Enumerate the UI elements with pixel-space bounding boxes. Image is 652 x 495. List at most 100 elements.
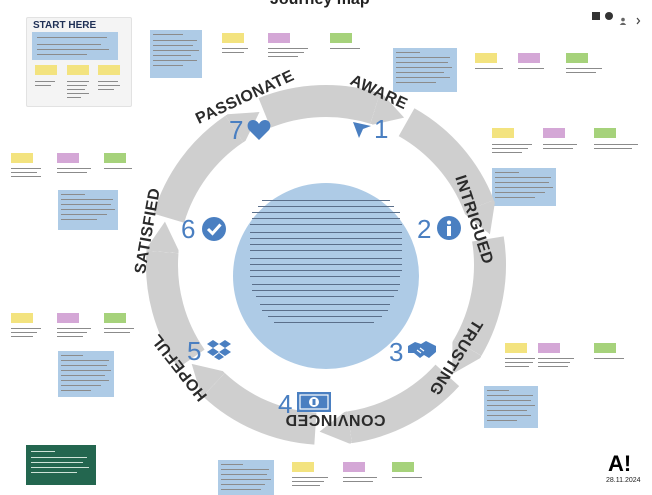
- text-line: [343, 477, 377, 479]
- sticky-note-purple[interactable]: [57, 153, 79, 163]
- text-line: [57, 172, 87, 174]
- text-line: [505, 366, 529, 368]
- sticky-note-yellow[interactable]: [11, 313, 33, 323]
- cursor-icon: [352, 119, 372, 144]
- text-line: [98, 89, 114, 91]
- cycle-arrow-segment: [468, 236, 506, 348]
- sticky-note-green[interactable]: [104, 313, 126, 323]
- text-line: [392, 477, 422, 479]
- text-line: [487, 400, 531, 402]
- start-here-title: START HERE: [33, 20, 97, 31]
- sticky-note-green[interactable]: [566, 53, 588, 63]
- text-line: [221, 474, 267, 476]
- sticky-note-yellow[interactable]: [67, 65, 89, 75]
- text-line: [495, 192, 545, 194]
- sticky-note-purple[interactable]: [343, 462, 365, 472]
- text-line: [268, 316, 382, 318]
- text-line: [61, 219, 97, 221]
- text-line: [221, 469, 269, 471]
- text-line: [495, 197, 535, 199]
- text-line: [104, 168, 132, 170]
- sticky-note-green[interactable]: [330, 33, 352, 43]
- text-line: [221, 484, 265, 486]
- text-line: [222, 52, 244, 54]
- ring-segments: [146, 85, 506, 429]
- stage-description-note[interactable]: [58, 351, 114, 397]
- more-icon[interactable]: [634, 12, 642, 25]
- sticky-note-yellow[interactable]: [11, 153, 33, 163]
- text-line: [221, 489, 261, 491]
- text-line: [538, 366, 568, 368]
- text-line: [153, 40, 197, 42]
- text-line: [487, 410, 527, 412]
- text-line: [487, 395, 533, 397]
- text-line: [11, 172, 37, 174]
- text-line: [57, 332, 87, 334]
- text-line: [495, 172, 519, 174]
- board-toolbar: [590, 10, 648, 25]
- info-card[interactable]: [26, 445, 96, 485]
- text-line: [566, 72, 596, 74]
- sticky-note-purple[interactable]: [268, 33, 290, 43]
- text-line: [495, 177, 551, 179]
- text-line: [268, 56, 298, 58]
- text-line: [487, 390, 509, 392]
- stage-description-note[interactable]: [150, 30, 202, 78]
- sticky-note-yellow[interactable]: [222, 33, 244, 43]
- stage-number-trusting: 3: [389, 337, 404, 367]
- sticky-note-purple[interactable]: [57, 313, 79, 323]
- text-line: [31, 457, 87, 459]
- sticky-note-green[interactable]: [594, 128, 616, 138]
- sticky-note-purple[interactable]: [538, 343, 560, 353]
- text-line: [61, 390, 91, 392]
- share-icon[interactable]: [605, 12, 613, 20]
- stage-description-note[interactable]: [58, 190, 118, 230]
- text-line: [31, 451, 55, 453]
- sticky-note-yellow[interactable]: [292, 462, 314, 472]
- stage-description-note[interactable]: [393, 48, 457, 92]
- text-line: [492, 144, 532, 146]
- stage-description-note[interactable]: [218, 460, 274, 495]
- sticky-note-yellow[interactable]: [98, 65, 120, 75]
- text-line: [495, 182, 549, 184]
- text-line: [566, 68, 602, 70]
- sticky-note-green[interactable]: [104, 153, 126, 163]
- start-here-note[interactable]: [32, 32, 118, 60]
- text-line: [343, 481, 373, 483]
- text-line: [61, 365, 107, 367]
- cycle-arrow-segment: [146, 252, 205, 368]
- text-line: [31, 472, 77, 474]
- sticky-note-yellow[interactable]: [35, 65, 57, 75]
- text-line: [67, 93, 89, 95]
- stage-description-note[interactable]: [492, 168, 556, 206]
- sticky-note-green[interactable]: [594, 343, 616, 353]
- sticky-note-purple[interactable]: [518, 53, 540, 63]
- stage-description-note[interactable]: [484, 386, 538, 428]
- stage-number-convinced: 4: [278, 389, 293, 419]
- sticky-note-green[interactable]: [392, 462, 414, 472]
- text-line: [538, 358, 574, 360]
- sticky-note-yellow[interactable]: [492, 128, 514, 138]
- heart-icon: [247, 119, 271, 146]
- user-icon[interactable]: [619, 12, 627, 25]
- sticky-note-yellow[interactable]: [475, 53, 497, 63]
- text-line: [104, 328, 134, 330]
- text-line: [61, 355, 83, 357]
- text-line: [268, 48, 308, 50]
- text-line: [31, 462, 83, 464]
- text-line: [250, 276, 400, 278]
- page-header: Journey map: [0, 0, 652, 10]
- date-label: 28.11.2024: [606, 477, 641, 484]
- stage-number-aware: 1: [374, 114, 389, 144]
- text-line: [492, 152, 522, 154]
- grid-icon[interactable]: [592, 12, 600, 20]
- sticky-note-yellow[interactable]: [505, 343, 527, 353]
- cycle-arrow-segment: [350, 364, 460, 427]
- sticky-note-purple[interactable]: [543, 128, 565, 138]
- start-here-frame[interactable]: START HERE: [26, 17, 132, 107]
- text-line: [258, 206, 394, 208]
- text-line: [98, 85, 120, 87]
- text-line: [252, 218, 400, 220]
- text-line: [98, 81, 118, 83]
